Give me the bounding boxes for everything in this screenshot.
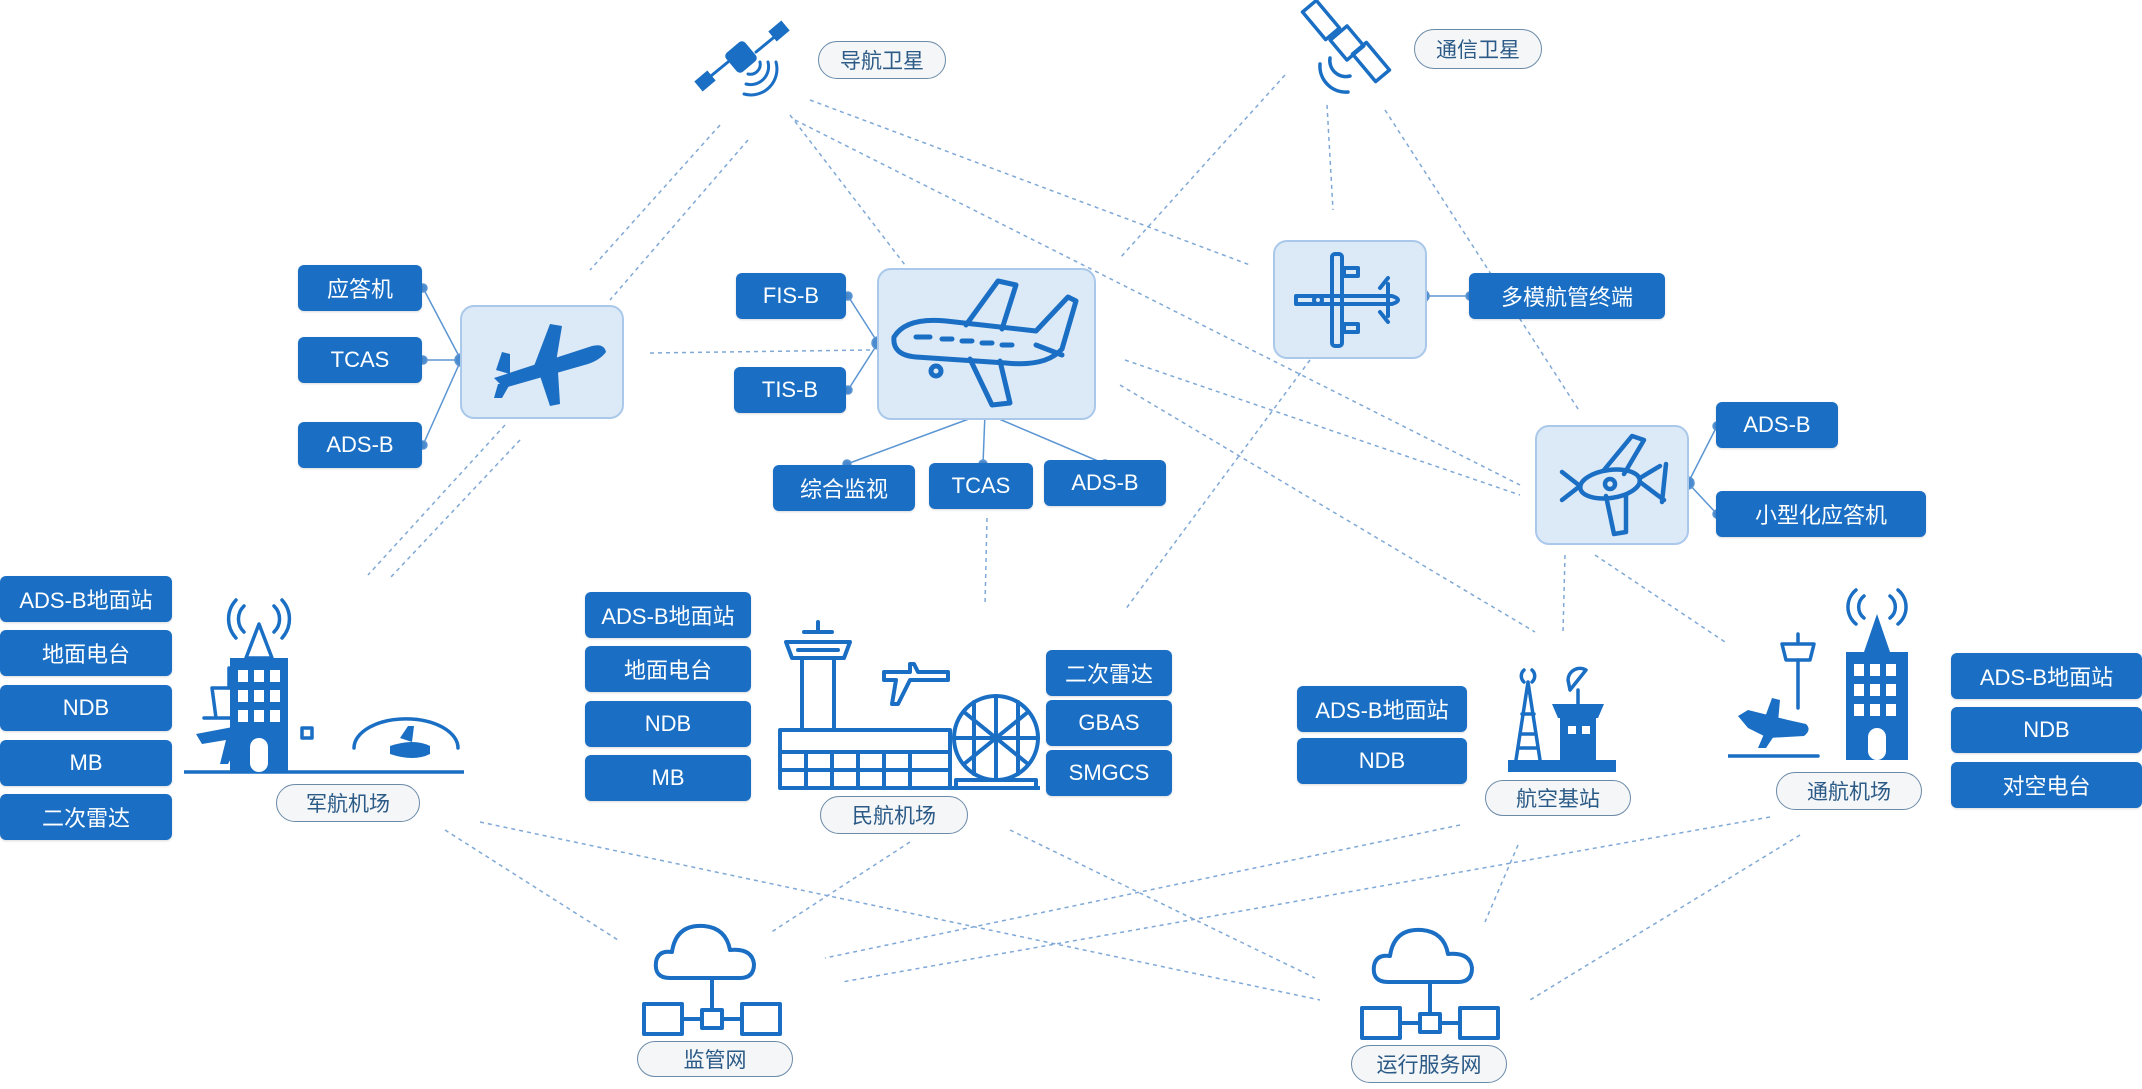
fighter-jet-icon <box>494 324 606 406</box>
base-station-label: 航空基站 <box>1485 780 1631 816</box>
satellite-icon <box>694 20 790 97</box>
base-station-tag-adsb-ground: ADS-B地面站 <box>1297 686 1467 732</box>
military-airport-tag-ssr: 二次雷达 <box>0 794 172 840</box>
civil-aircraft-tag-fisb: FIS-B <box>736 273 846 319</box>
general-airport-label: 通航机场 <box>1776 772 1922 810</box>
military-aircraft-tag-adsb: ADS-B <box>298 422 422 468</box>
light-aircraft-tag-adsb: ADS-B <box>1716 402 1838 448</box>
civil-aircraft-tag-integrated-surveillance: 综合监视 <box>773 465 915 511</box>
cloud-network-icon <box>1360 927 1500 1040</box>
civil-airport-tag-ground-radio: 地面电台 <box>585 646 751 692</box>
civil-airport-icon <box>778 620 1040 790</box>
uav-icon <box>1294 252 1400 348</box>
propeller-plane-icon <box>1559 433 1669 537</box>
civil-airport-tag-mb: MB <box>585 755 751 801</box>
base-station-tag-ndb: NDB <box>1297 738 1467 784</box>
civil-airport-tag-ssr: 二次雷达 <box>1046 650 1172 696</box>
military-airport-tag-mb: MB <box>0 740 172 786</box>
military-airport-tag-adsb-ground: ADS-B地面站 <box>0 576 172 622</box>
light-aircraft-tag-mini-transponder: 小型化应答机 <box>1716 491 1926 537</box>
uav-card <box>1273 240 1427 359</box>
military-aircraft-tag-tcas: TCAS <box>298 337 422 383</box>
operations-network-label: 运行服务网 <box>1351 1045 1507 1083</box>
airliner-icon <box>891 278 1079 408</box>
radio-tower-icon <box>1508 666 1616 772</box>
military-airport-tag-ndb: NDB <box>0 685 172 731</box>
general-airport-tag-adsb-ground: ADS-B地面站 <box>1951 653 2142 699</box>
military-airport-label: 军航机场 <box>276 784 420 822</box>
military-airport-icon <box>184 598 464 774</box>
civil-airport-tag-adsb-ground: ADS-B地面站 <box>585 592 751 638</box>
civil-airport-label: 民航机场 <box>820 796 968 834</box>
civil-aircraft-tag-tisb: TIS-B <box>734 367 846 413</box>
civil-airport-tag-smgcs: SMGCS <box>1046 750 1172 796</box>
cloud-network-icon <box>642 923 782 1036</box>
supervision-network-label: 监管网 <box>637 1041 793 1077</box>
satellite-icon <box>1300 0 1392 94</box>
general-airport-icon <box>1728 588 1908 760</box>
general-airport-tag-air-radio: 对空电台 <box>1951 762 2142 808</box>
military-aircraft-tag-transponder: 应答机 <box>298 265 422 311</box>
uav-tag-multimode-terminal: 多模航管终端 <box>1469 273 1665 319</box>
civil-airport-tag-gbas: GBAS <box>1046 700 1172 746</box>
military-airport-tag-ground-radio: 地面电台 <box>0 630 172 676</box>
civil-aircraft-tag-adsb: ADS-B <box>1044 460 1166 506</box>
civil-airport-tag-ndb: NDB <box>585 701 751 747</box>
nav-satellite-label: 导航卫星 <box>818 41 946 79</box>
general-airport-tag-ndb: NDB <box>1951 707 2142 753</box>
civil-aircraft-tag-tcas: TCAS <box>929 463 1033 509</box>
comm-satellite-label: 通信卫星 <box>1414 29 1542 69</box>
